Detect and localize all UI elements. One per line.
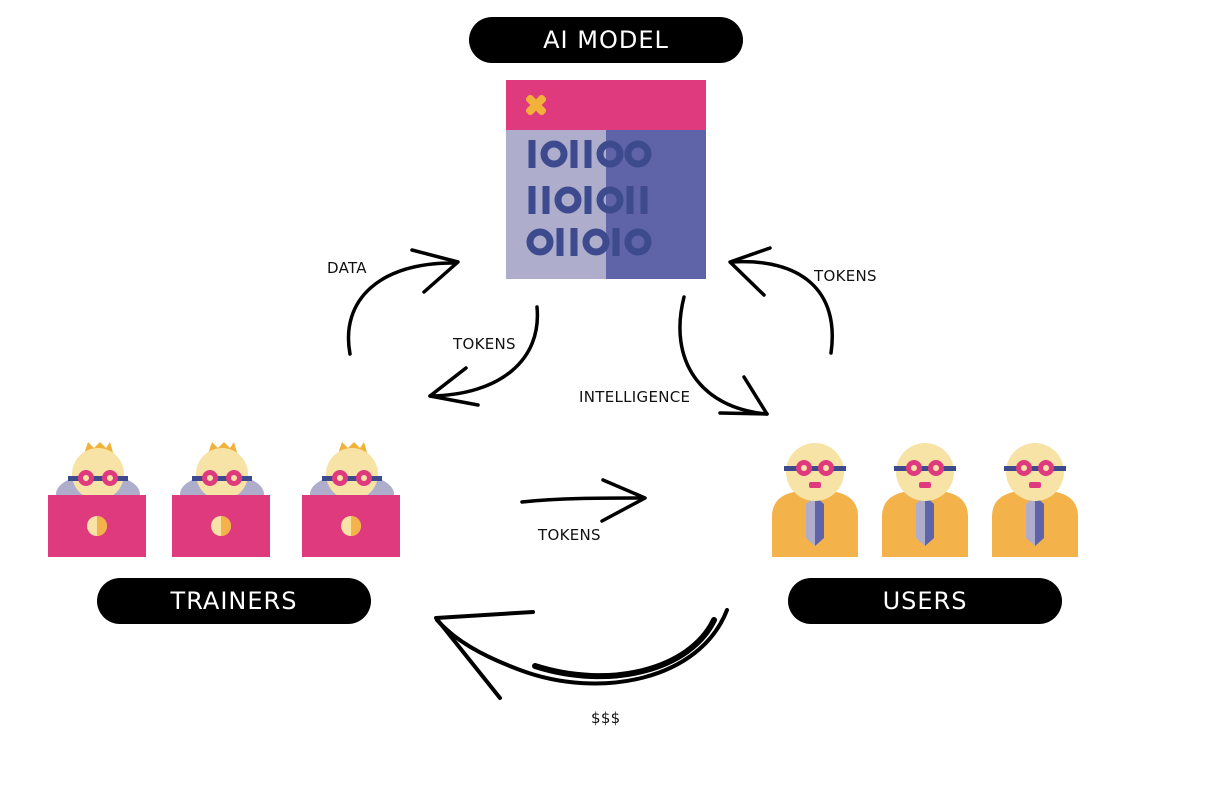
- binary-digit-O: [624, 228, 652, 256]
- intelligence-label: INTELLIGENCE: [579, 388, 691, 406]
- trainers-label: TRAINERS: [97, 578, 371, 624]
- binary-digit-O: [540, 140, 568, 168]
- binary-digit-O: [596, 140, 624, 168]
- tokens-trainers-to-users-arrow: [520, 478, 647, 523]
- binary-digit-O: [624, 140, 652, 168]
- user-2-icon: [882, 443, 968, 557]
- intelligence-arrow: [678, 295, 769, 416]
- payment-arrow: [434, 608, 729, 700]
- tokens-to-trainers-arrow: [428, 305, 540, 407]
- binary-digit-O: [582, 228, 610, 256]
- tokens-from-users-arrow: [728, 246, 834, 355]
- binary-digits: [526, 140, 652, 256]
- user-1-icon: [772, 443, 858, 557]
- tokens-to-trainers-label: TOKENS: [453, 335, 516, 353]
- data-arrow: [346, 248, 460, 356]
- close-x-icon: [525, 94, 547, 116]
- binary-digit-O: [526, 228, 554, 256]
- binary-digit-O: [554, 186, 582, 214]
- payment-label: $$$: [591, 709, 621, 727]
- users-label: USERS: [788, 578, 1062, 624]
- binary-digit-O: [596, 186, 624, 214]
- data-label: DATA: [327, 259, 367, 277]
- ai-model-label: AI MODEL: [469, 17, 743, 63]
- user-3-icon: [992, 443, 1078, 557]
- tokens-from-users-label: TOKENS: [814, 267, 877, 285]
- tokens-trainers-to-users-label: TOKENS: [538, 526, 601, 544]
